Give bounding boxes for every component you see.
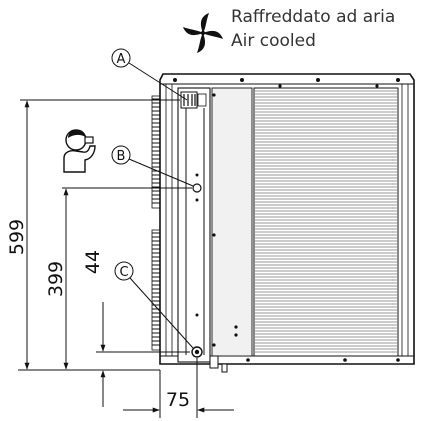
- person-drinking-icon: [63, 129, 96, 173]
- callout-a-label: A: [117, 52, 126, 67]
- dimension-overall-height: 599: [6, 219, 28, 255]
- callout-b-label: B: [117, 149, 126, 164]
- callout-b: B: [111, 145, 194, 187]
- dimension-connection-c-height: 44: [82, 250, 104, 274]
- connection-column: [177, 87, 211, 363]
- dimension-connection-b-height: 399: [45, 261, 67, 297]
- dimension-lines: [18, 99, 234, 418]
- fan-icon: [183, 13, 223, 53]
- callout-a: A: [111, 48, 188, 101]
- dimension-side-offset: 75: [166, 389, 190, 411]
- caption-line-italian: Raffreddato ad aria: [231, 7, 395, 27]
- callout-c-label: C: [119, 265, 128, 280]
- callout-c: C: [114, 261, 194, 349]
- caption-line-english: Air cooled: [231, 31, 316, 51]
- left-louvers: [151, 95, 161, 351]
- condenser-coil: [253, 87, 399, 357]
- service-panel: [209, 87, 253, 373]
